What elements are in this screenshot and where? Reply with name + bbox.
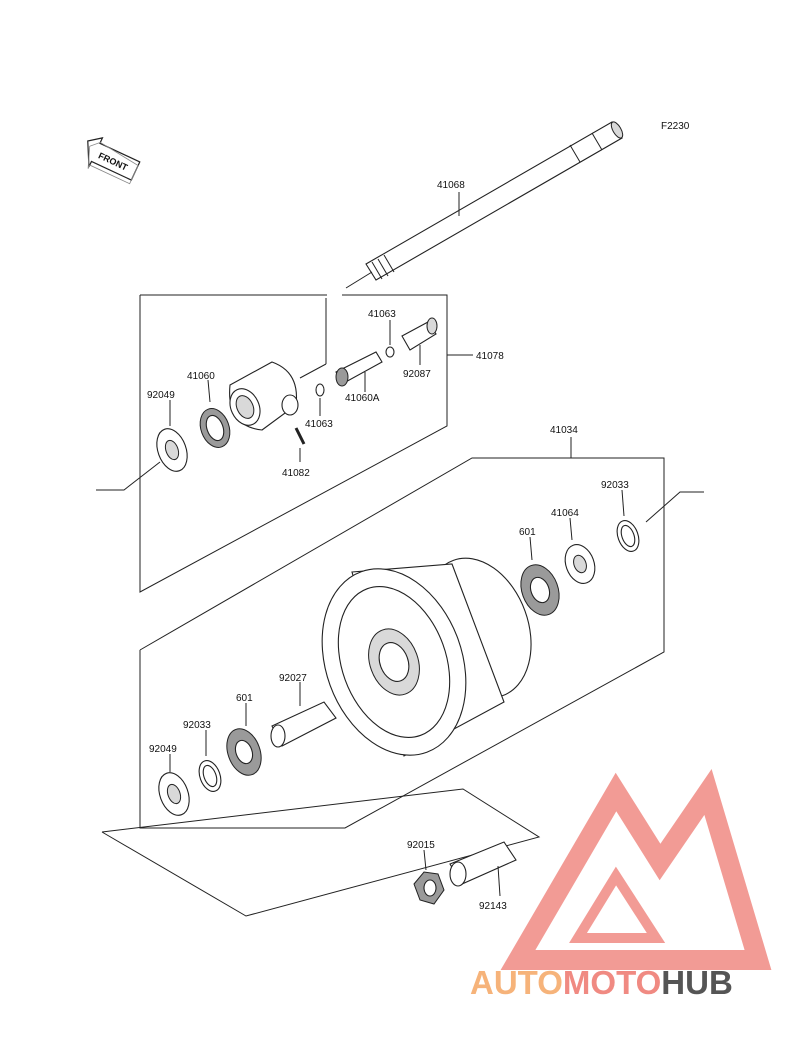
label-41064: 41064	[551, 508, 579, 519]
label-41063-lower: 41063	[305, 419, 333, 430]
axle-nut-92015	[413, 871, 445, 905]
watermark-part-1: AUTO	[470, 964, 563, 1001]
part-labels: 41068 41063 41078 41060 92049 92087 4106…	[147, 180, 629, 912]
drive-gear-41060	[199, 408, 231, 448]
label-41078: 41078	[476, 351, 504, 362]
bearing-601-right	[520, 564, 560, 616]
wheel-hub	[321, 557, 532, 757]
pinion-41060A	[335, 351, 383, 387]
meter-gear-housing	[229, 361, 299, 431]
washer-41063-lower	[315, 383, 325, 397]
axle-41068	[365, 121, 624, 281]
label-92049-upper: 92049	[147, 390, 175, 401]
watermark-text: AUTOMOTOHUB	[470, 964, 733, 1001]
label-92087: 92087	[403, 369, 431, 380]
circlip-92033-left	[198, 760, 222, 792]
bushing-92087	[401, 317, 438, 351]
label-41063-upper: 41063	[368, 309, 396, 320]
washer-41063-upper	[385, 346, 395, 358]
axle-nut-box-outline	[101, 788, 541, 917]
watermark-part-3: HUB	[661, 964, 733, 1001]
label-41060: 41060	[187, 371, 215, 382]
label-92027: 92027	[279, 673, 307, 684]
oil-seal-92049-upper	[156, 428, 188, 472]
label-41034: 41034	[550, 425, 578, 436]
wheel-assembly-box-outline	[139, 457, 665, 829]
spacer-92027	[270, 701, 337, 748]
label-41068: 41068	[437, 180, 465, 191]
pin-41082	[294, 427, 306, 445]
label-601-right: 601	[519, 527, 536, 538]
label-41060A: 41060A	[345, 393, 380, 404]
collar-41064	[564, 544, 596, 584]
label-41082: 41082	[282, 468, 310, 479]
figure-code: F2230	[661, 121, 690, 132]
label-92015: 92015	[407, 840, 435, 851]
meter-gear-box-outline	[139, 294, 448, 593]
label-601-left: 601	[236, 693, 253, 704]
label-92143: 92143	[479, 901, 507, 912]
watermark-logo: AUTOMOTOHUB	[470, 769, 772, 1001]
front-arrow-icon: FRONT	[87, 137, 141, 185]
bearing-601-left	[226, 728, 262, 776]
collar-92143	[449, 841, 517, 887]
label-92033-right: 92033	[601, 480, 629, 491]
circlip-92033-right	[616, 520, 640, 552]
watermark-part-2: MOTO	[563, 964, 661, 1001]
oil-seal-92049-lower	[158, 772, 190, 816]
label-92033-left: 92033	[183, 720, 211, 731]
label-92049-lower: 92049	[149, 744, 177, 755]
